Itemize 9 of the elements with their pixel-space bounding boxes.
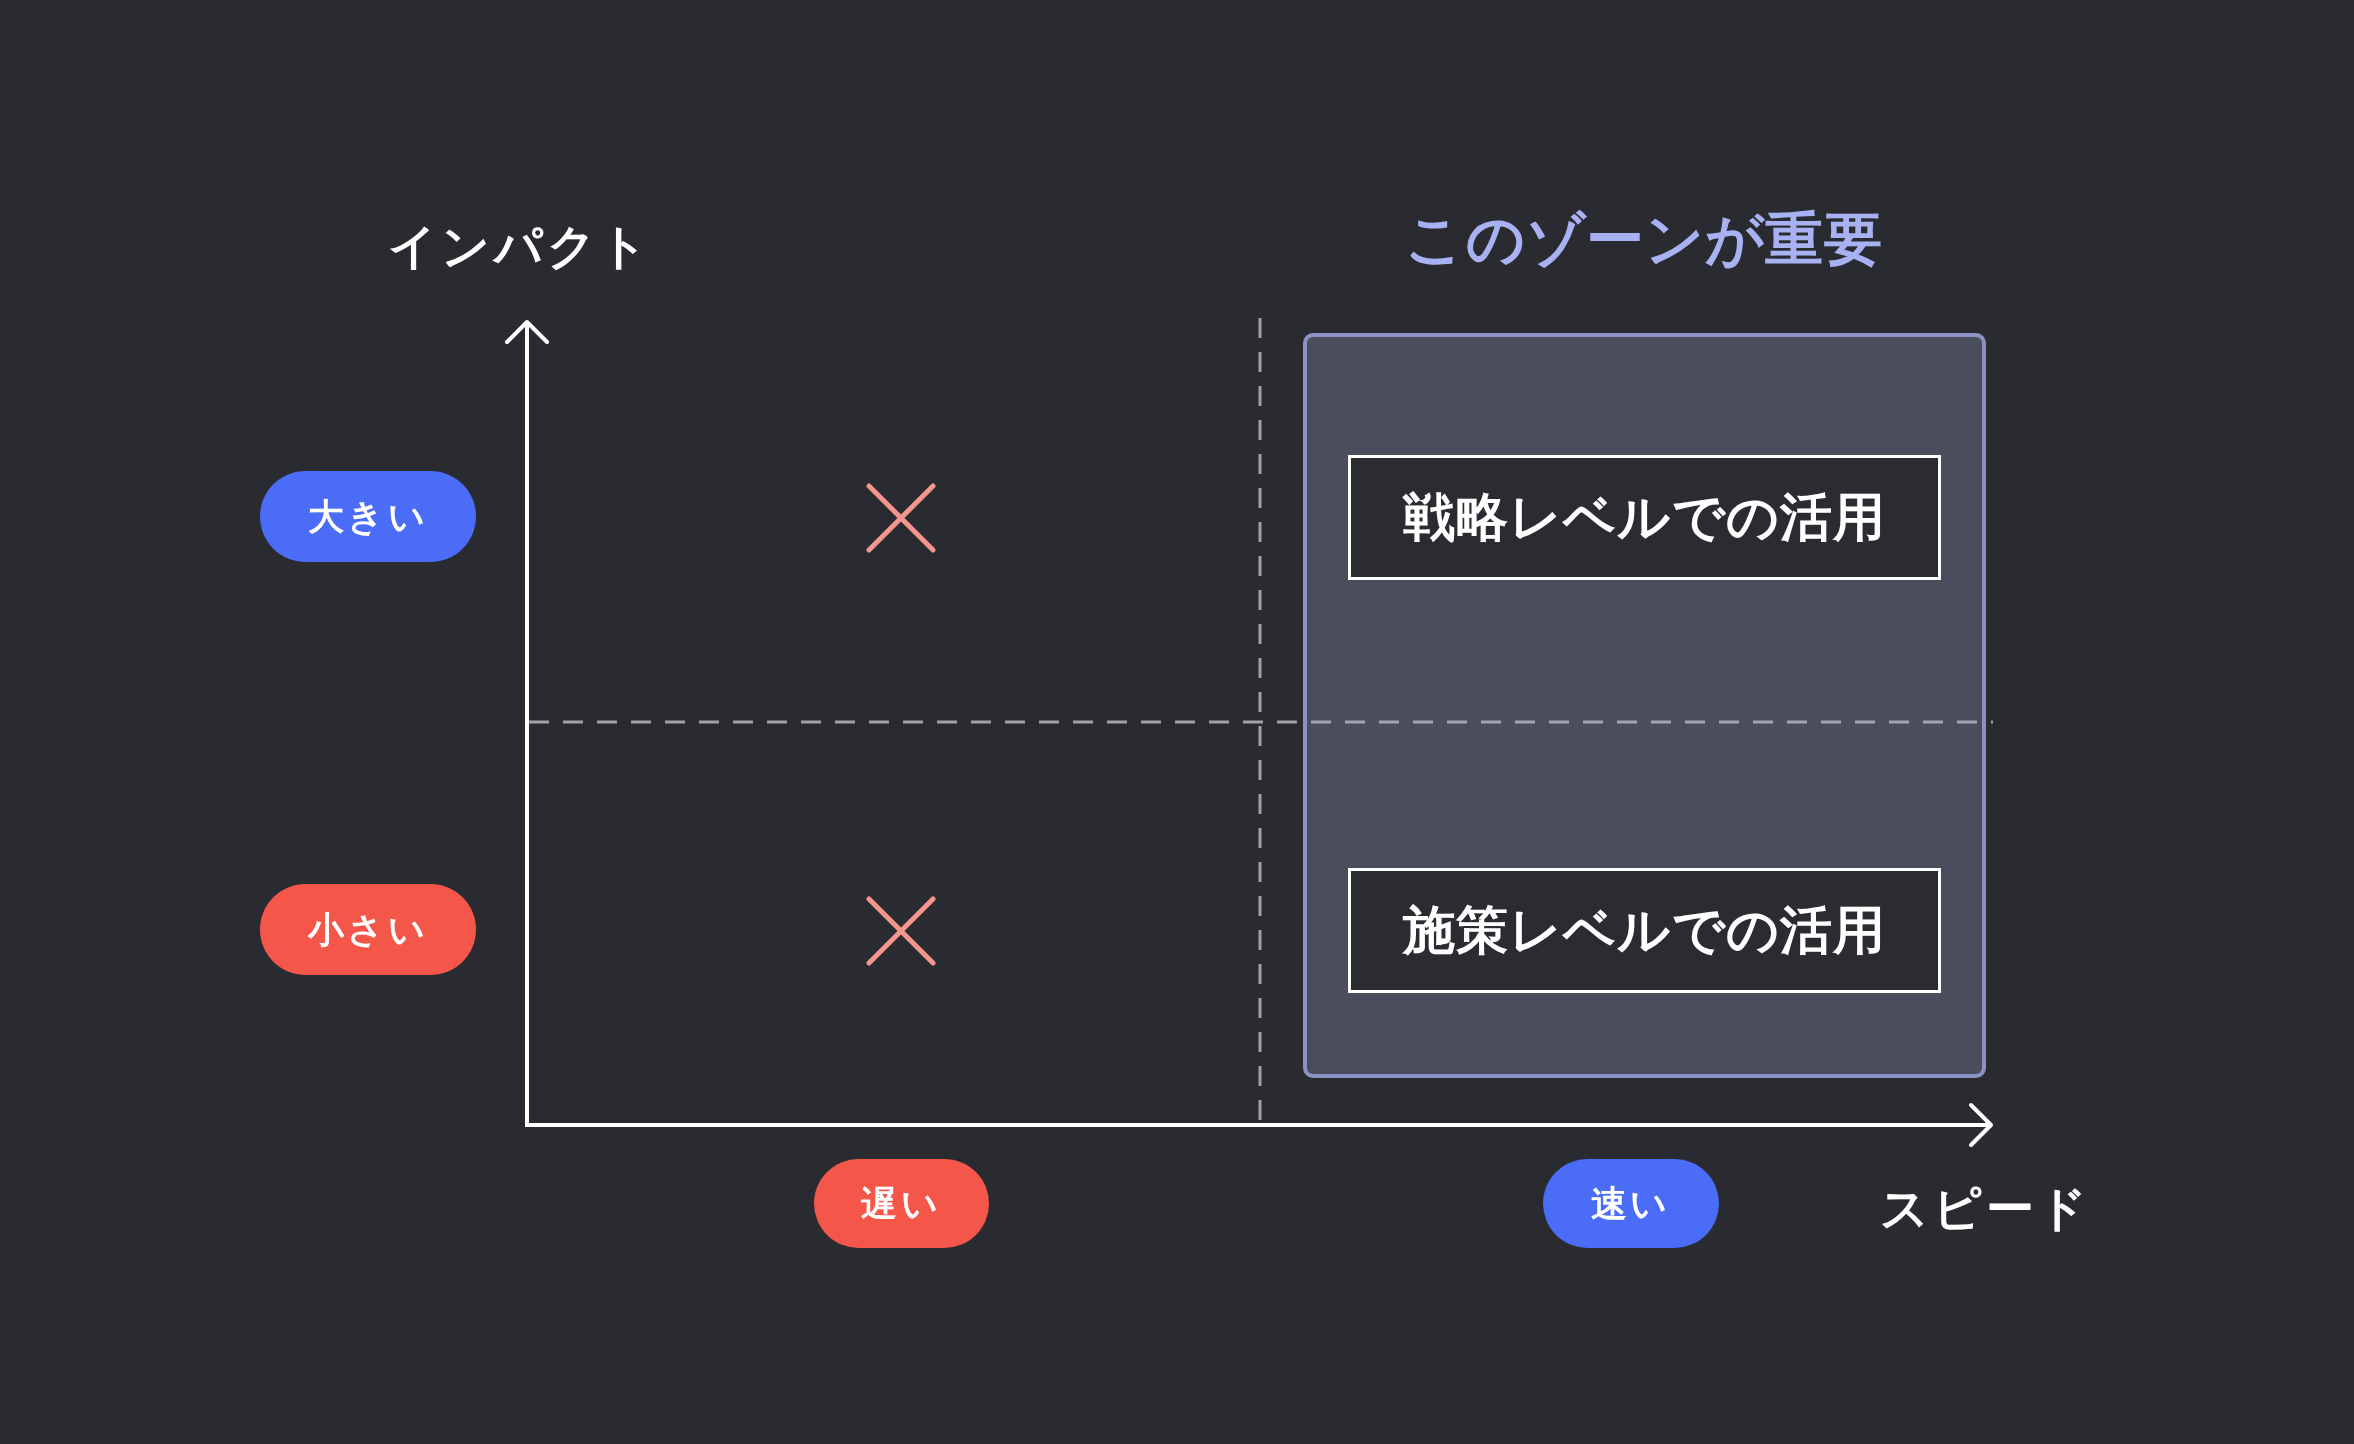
impact-value-tag: 小さい bbox=[260, 884, 476, 975]
speed-value-tag: 速い bbox=[1543, 1159, 1719, 1248]
y-axis-title: インパクト bbox=[388, 218, 653, 276]
x-axis-title: スピード bbox=[1880, 1180, 2091, 1238]
usage-level-box: 施策レベルでの活用 bbox=[1348, 868, 1941, 993]
impact-value-tag: 大きい bbox=[260, 471, 476, 562]
speed-value-tag: 遅い bbox=[814, 1159, 989, 1248]
zone-heading: このゾーンが重要 bbox=[1405, 205, 1884, 275]
usage-level-box: 戦略レベルでの活用 bbox=[1348, 455, 1941, 580]
